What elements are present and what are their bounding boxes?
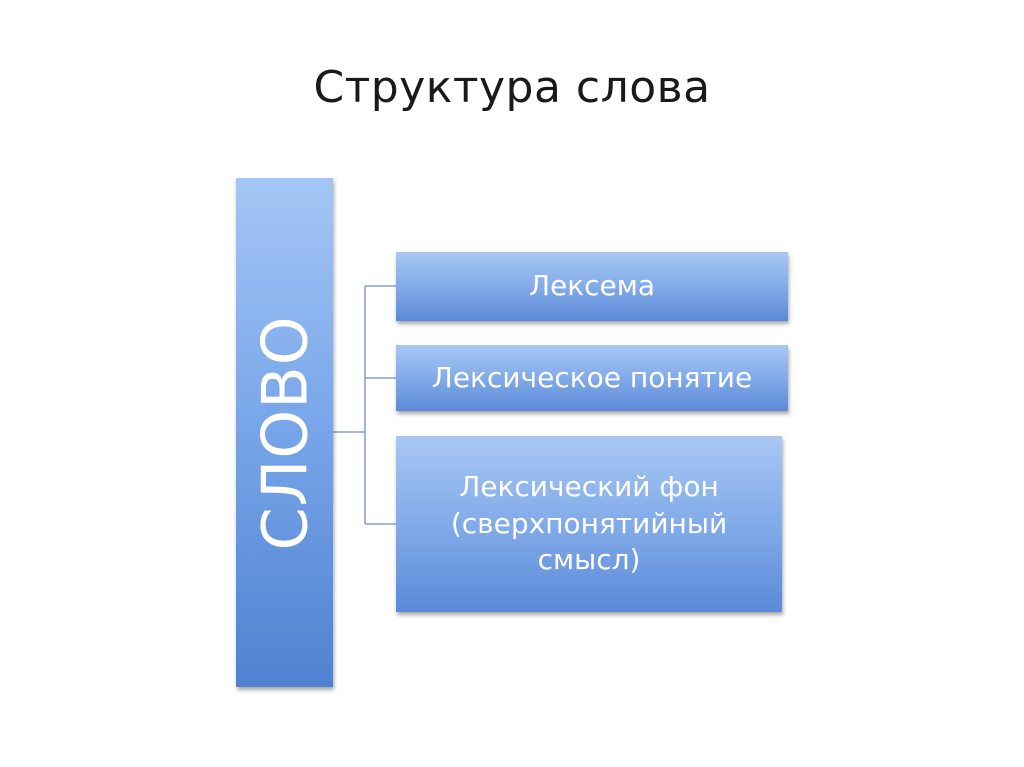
root-node-label: СЛОВО (248, 314, 321, 551)
child-node-label: Лексический фон (сверхпонятийный смысл) (450, 470, 728, 577)
child-node-label: Лексическое понятие (431, 360, 753, 394)
child-node-leksicheskiy-fon: Лексический фон (сверхпонятийный смысл) (396, 436, 782, 612)
slide-title: Структура слова (313, 62, 711, 113)
root-node-slovo: СЛОВО (236, 178, 333, 687)
child-node-label: Лексема (528, 269, 656, 303)
child-node-leksicheskoe-ponyatie: Лексическое понятие (396, 345, 788, 411)
child-node-leksema: Лексема (396, 252, 788, 321)
